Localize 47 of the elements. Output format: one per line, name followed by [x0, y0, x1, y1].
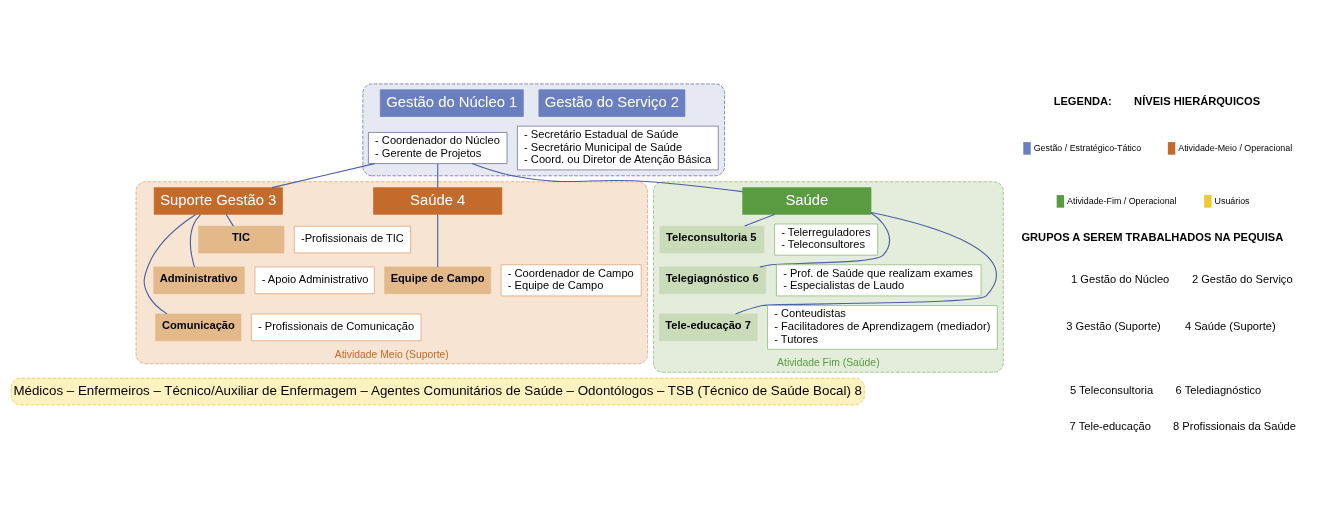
connector: [189, 213, 201, 267]
label: 4 Saúde (Suporte): [1184, 319, 1276, 332]
node-box: - Coordenador do Núcleo - Gerente de Projetos: [368, 131, 508, 164]
node-box: - Conteudistas - Facilitadores de Aprendizagem (mediador) - Tutores: [767, 304, 998, 350]
node-box: Comunicação: [155, 313, 242, 341]
label: 3 Gestão (Suporte): [1066, 319, 1161, 332]
label: 2 Gestão do Serviço: [1191, 272, 1293, 285]
legend-label: Atividade-Meio / Operacional: [1178, 142, 1293, 153]
label: LEGENDA:: [1053, 94, 1112, 107]
node-box: Médicos – Enfermeiros – Técnico/Auxiliar de Enfermagem – Agentes Comunitários de Saúde – Odontólogos – TSB (Técnico de Saúde Bocal) 8: [10, 377, 865, 405]
node-box: - Apoio Administrativo: [254, 266, 375, 294]
cluster: [362, 83, 725, 176]
node-box: Gestão do Serviço 2: [538, 88, 686, 117]
node-box: Suporte Gestão 3: [153, 186, 283, 215]
node-box: Gestão do Núcleo 1: [379, 88, 524, 117]
node-box: Telegiagnóstico 6: [659, 266, 767, 294]
node-box: - Prof. de Saúde que realizam exames - Especialistas de Laudo: [776, 263, 982, 296]
legend-label: Atividade-Fim / Operacional: [1067, 195, 1177, 206]
connector: [437, 162, 439, 188]
legend-label: Gestão / Estratégico-Tático: [1033, 142, 1142, 153]
connector: [759, 212, 891, 267]
connector: [744, 213, 776, 227]
node-box: Saúde 4: [373, 186, 503, 215]
node-box: Saúde: [742, 186, 872, 215]
node-box: - Secretário Estadual de Saúde - Secretário Municipal de Saúde - Coord. ou Diretor de Atenção Básica: [517, 125, 719, 170]
label: 1 Gestão do Núcleo: [1071, 272, 1170, 285]
label: GRUPOS A SEREM TRABALHADOS NA PEQUISA: [1021, 230, 1284, 243]
label: 6 Telediagnóstico: [1175, 383, 1262, 396]
node-box: Administrativo: [153, 266, 245, 294]
label: 8 Profissionais da Saúde: [1173, 419, 1296, 432]
legend-label: Usuários: [1214, 195, 1250, 206]
node-box: Tele-educação 7: [659, 313, 758, 341]
connector: [143, 213, 197, 314]
node-box: -Profissionais de TIC: [293, 225, 412, 253]
connector: [437, 213, 439, 268]
node-box: - Profissionais de Comunicação: [250, 313, 422, 341]
node-box: TIC: [198, 225, 285, 253]
connector: [225, 213, 234, 227]
node-box: - Telerreguladores - Teleconsultores: [774, 223, 878, 255]
node-box: - Coordenador de Campo - Equipe de Campo: [500, 263, 642, 296]
connector: [735, 211, 998, 315]
node-box: Teleconsultoria 5: [659, 225, 765, 253]
label: 7 Tele-educação: [1069, 419, 1151, 432]
connector: [271, 162, 376, 188]
label: 5 Teleconsultoria: [1070, 383, 1154, 396]
node-box: Equipe de Campo: [384, 266, 492, 294]
label: NÍVEIS HIERÁRQUICOS: [1134, 94, 1261, 107]
